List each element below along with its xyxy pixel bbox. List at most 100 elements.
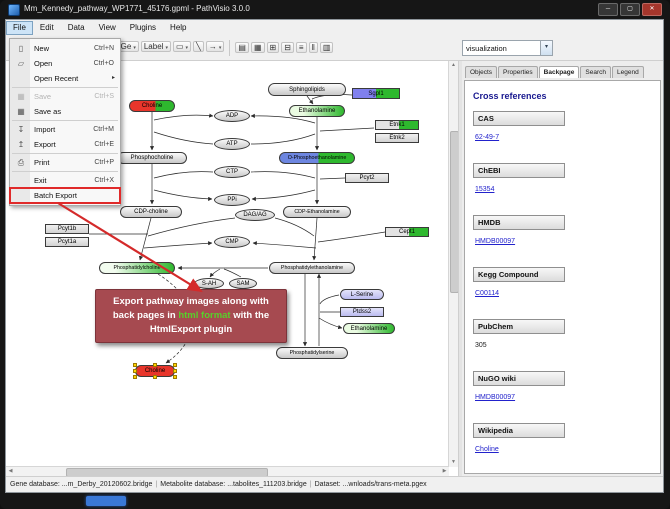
vertical-scroll-thumb[interactable] (450, 131, 458, 293)
pathway-edge[interactable] (274, 217, 315, 237)
pathway-edge[interactable] (319, 294, 340, 305)
menu-plugins[interactable]: Plugins (129, 22, 157, 32)
align-bottom-icon[interactable]: ⊟ (281, 42, 294, 53)
xref-value[interactable]: C00114 (475, 290, 500, 297)
label-tool[interactable]: Label▾ (140, 41, 171, 52)
pathway-node-pcyt1a[interactable]: Pcyt1a (45, 237, 89, 247)
menu-edit[interactable]: Edit (39, 22, 54, 32)
xref-value[interactable]: Choline (475, 446, 499, 453)
pathway-node-ppi[interactable]: PPi (214, 194, 250, 206)
pathway-node-o-phosphoethanolamine[interactable]: O-Phosphoethanolamine (279, 152, 355, 164)
pathway-edge[interactable] (319, 127, 375, 132)
pathway-node-etnk1[interactable]: Etnk1 (375, 120, 419, 130)
pathway-edge[interactable] (319, 177, 346, 180)
selection-handle[interactable] (173, 369, 177, 373)
menu-file[interactable]: File (6, 20, 33, 35)
selection-handle[interactable] (173, 375, 177, 379)
tab-properties[interactable]: Properties (498, 66, 538, 78)
pathway-node-atp[interactable]: ATP (214, 138, 250, 150)
menu-view[interactable]: View (98, 22, 116, 32)
pathway-node-pcyt1b[interactable]: Pcyt1b (45, 224, 89, 234)
selection-handle[interactable] (153, 363, 157, 367)
selection-handle[interactable] (173, 363, 177, 367)
pathway-node-sphingolipids[interactable]: Sphingolipids (268, 83, 346, 96)
pathway-node-sam[interactable]: SAM (229, 278, 257, 289)
visualization-select[interactable]: visualization ▾ (462, 40, 553, 56)
minimize-button[interactable]: ─ (598, 3, 618, 16)
pathway-edge[interactable] (318, 317, 343, 330)
pathway-edge[interactable] (153, 113, 214, 121)
tab-objects[interactable]: Objects (465, 66, 498, 78)
pathway-node-cmp[interactable]: CMP (214, 236, 250, 248)
selection-handle[interactable] (133, 363, 137, 367)
pathway-edge[interactable] (251, 189, 316, 201)
pathway-edge[interactable] (306, 95, 314, 105)
pathway-edge[interactable] (209, 268, 221, 278)
scroll-left-icon[interactable]: ◀ (8, 468, 13, 474)
pathway-node-etnk2[interactable]: Etnk2 (375, 133, 419, 143)
xref-value[interactable]: 15354 (475, 186, 495, 193)
line-tool[interactable]: ╲ (193, 41, 204, 52)
align-left-icon[interactable]: ▤ (235, 42, 249, 53)
pathway-node-phosphocholine[interactable]: Phosphocholine (117, 152, 187, 164)
pathway-node-phosphatidylcholine[interactable]: Phosphatidylcholine (99, 262, 175, 274)
pathway-node-choline-top[interactable]: Choline (129, 100, 175, 112)
chevron-down-icon[interactable]: ▾ (540, 41, 552, 55)
pathway-node-adp[interactable]: ADP (214, 110, 250, 122)
close-button[interactable]: ✕ (642, 3, 662, 16)
pathway-node-cept1[interactable]: Cept1 (385, 227, 429, 237)
menu-help[interactable]: Help (170, 22, 187, 32)
scroll-right-icon[interactable]: ▶ (442, 468, 447, 474)
menu-data[interactable]: Data (67, 22, 85, 32)
pathway-node-l-serine[interactable]: L-Serine (340, 289, 384, 300)
stack-icon[interactable]: ▥ (319, 42, 334, 53)
selection-handle[interactable] (153, 375, 157, 379)
maximize-button[interactable]: ▢ (620, 3, 640, 16)
pathway-edge[interactable] (317, 231, 386, 243)
xref-value[interactable]: HMDB00097 (475, 238, 516, 245)
tab-search[interactable]: Search (580, 66, 611, 78)
scroll-down-icon[interactable]: ▼ (451, 459, 456, 465)
distribute-vertical-icon[interactable]: ‖ (308, 42, 318, 53)
menu-item-open-recent[interactable]: Open Recent▸ (10, 71, 120, 86)
pathway-node-s-ah[interactable]: S-AH (194, 278, 224, 289)
pathway-node-ethanolamine-top[interactable]: Ethanolamine (289, 105, 345, 117)
pathway-edge[interactable] (153, 189, 213, 201)
menu-item-save-as[interactable]: ▦Save as (10, 104, 120, 119)
pathway-node-sgpl1[interactable]: Sgpl1 (352, 88, 400, 99)
pathway-edge[interactable] (250, 171, 316, 179)
pathway-edge[interactable] (153, 131, 214, 145)
pathway-node-cdp-choline[interactable]: CDP-choline (120, 206, 182, 218)
pathway-edge[interactable] (223, 268, 242, 278)
pathway-edge[interactable] (250, 113, 316, 124)
pathway-edge[interactable] (252, 241, 317, 249)
scroll-up-icon[interactable]: ▲ (451, 62, 456, 68)
xref-value[interactable]: 62-49-7 (475, 134, 500, 141)
pathway-node-dag[interactable]: DAG/AG (235, 209, 275, 221)
canvas-vertical-scrollbar[interactable]: ▲ ▼ (448, 61, 458, 467)
canvas-horizontal-scrollbar[interactable]: ◀ ▶ (6, 466, 449, 476)
pathway-node-phosphatidylserine[interactable]: Phosphatidylserine (276, 347, 348, 359)
pathway-node-ctp[interactable]: CTP (214, 166, 250, 178)
pathway-edge[interactable] (153, 171, 214, 179)
pathway-node-cdp-ethanolamine[interactable]: CDP-Ethanolamine (283, 206, 351, 218)
gene-product-tool[interactable]: Ge▾ (117, 41, 139, 52)
pathway-edge[interactable] (250, 133, 316, 145)
distribute-horizontal-icon[interactable]: ≡ (295, 42, 307, 53)
align-top-icon[interactable]: ⊞ (266, 42, 280, 53)
pathway-edge[interactable] (312, 217, 318, 261)
selection-handle[interactable] (133, 369, 137, 373)
tab-backpage[interactable]: Backpage (538, 66, 580, 78)
pathway-node-ethanolamine-mid[interactable]: Ethanolamine (343, 323, 395, 334)
shape-tool[interactable]: ▭▾ (172, 41, 192, 52)
pathway-node-pcyt2[interactable]: Pcyt2 (345, 173, 389, 183)
selection-handle[interactable] (133, 375, 137, 379)
panel-splitter[interactable] (458, 61, 463, 476)
